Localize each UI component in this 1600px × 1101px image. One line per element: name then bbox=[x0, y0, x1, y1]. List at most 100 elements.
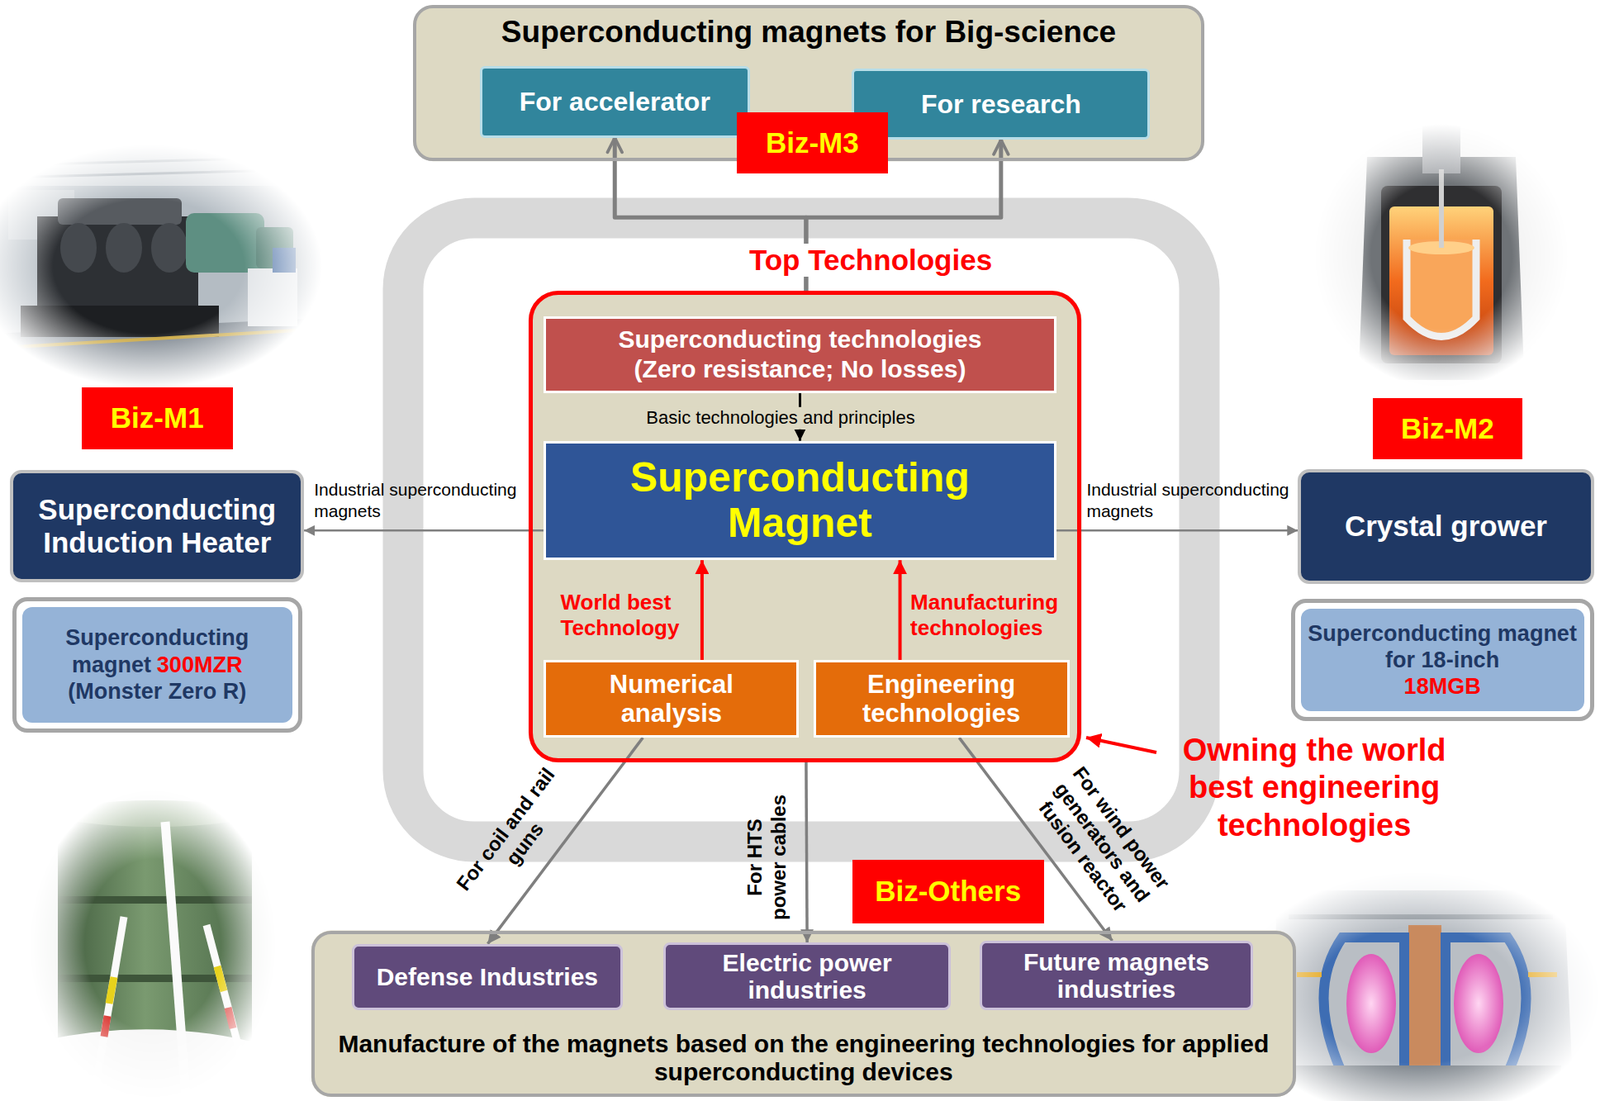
connector bbox=[806, 762, 808, 943]
text-wrap: Electric power industries bbox=[669, 949, 945, 1004]
node-text: Superconducting technologies (Zero resis… bbox=[605, 324, 994, 385]
spec-box: Superconducting magnet for 18-inch18MGB bbox=[1291, 598, 1595, 722]
text-wrap: Superconducting magnet for 18-inch18MGB bbox=[1305, 620, 1580, 701]
connector bbox=[700, 560, 704, 660]
text-wrap: Engineering technologies bbox=[859, 669, 1025, 729]
crystal-grower-photo bbox=[1313, 123, 1570, 389]
node-text: 18MGB bbox=[1305, 673, 1580, 700]
crystal-grower-photo-part bbox=[1406, 239, 1477, 338]
crystal-grower-photo-part bbox=[1313, 123, 1570, 389]
text-wrap: For research bbox=[859, 89, 1143, 120]
node-text: Biz-M2 bbox=[1376, 413, 1520, 446]
node-text: Superconducting magnet for 18-inch bbox=[1305, 620, 1580, 675]
connector bbox=[303, 529, 544, 532]
business-tag: Biz-M3 bbox=[736, 112, 888, 174]
text-wrap: Superconducting magnet300MZR(Monster Zer… bbox=[27, 624, 288, 705]
text-wrap: Superconducting Magnet bbox=[593, 455, 1007, 546]
factory-photo-part bbox=[16, 330, 298, 347]
spec-box: Superconducting magnet300MZR(Monster Zer… bbox=[12, 597, 303, 733]
node-text: Future magnets industries bbox=[985, 948, 1248, 1003]
text-wrap: Superconducting Induction Heater bbox=[19, 493, 295, 561]
edge-label: For coil and rail guns bbox=[446, 756, 584, 917]
spec-fill: Superconducting magnet300MZR(Monster Zer… bbox=[22, 607, 293, 723]
magnet-box: Superconducting Magnet bbox=[543, 441, 1056, 561]
text-wrap: Defense Industries bbox=[357, 963, 617, 991]
coil-photo-part bbox=[28, 788, 277, 1101]
industry-box: Electric power industries bbox=[663, 942, 951, 1011]
text-wrap: Numerical analysis bbox=[588, 669, 755, 729]
text-wrap: Superconducting technologies (Zero resis… bbox=[605, 324, 994, 385]
coil-photo-part bbox=[57, 813, 252, 1054]
node-text: Crystal grower bbox=[1307, 509, 1584, 543]
factory-photo-part bbox=[151, 223, 188, 273]
edge-label: Basic technologies and principles bbox=[641, 407, 919, 429]
text-wrap: For accelerator bbox=[487, 86, 743, 118]
technology-box: Numerical analysis bbox=[543, 659, 799, 738]
crystal-grower-photo-part bbox=[1358, 156, 1525, 372]
spec-fill: Superconducting magnet for 18-inch18MGB bbox=[1300, 608, 1585, 712]
edge-label: Industrial superconducting magnets bbox=[313, 479, 521, 521]
coil-photo-part bbox=[165, 821, 186, 1095]
group-band: Manufacture of the magnets based on the … bbox=[311, 930, 1297, 1097]
tokamak-photo-part bbox=[1272, 890, 1574, 1101]
node-heading: Superconducting magnets for Big-science bbox=[416, 14, 1201, 51]
container-fills bbox=[311, 4, 1297, 1097]
coil-photo-part bbox=[109, 977, 114, 1004]
coil-photo-part bbox=[217, 966, 224, 992]
tokamak-photo-part bbox=[1324, 937, 1406, 1074]
node-text: Engineering technologies bbox=[859, 669, 1025, 729]
factory-photo-part bbox=[57, 198, 182, 225]
crystal-grower-photo-part bbox=[1438, 169, 1444, 248]
node-text: Biz-Others bbox=[855, 875, 1041, 908]
coil-photo-part bbox=[94, 916, 124, 1091]
edge-label: For HTS power cables bbox=[743, 791, 792, 924]
factory-photo-part bbox=[0, 156, 314, 178]
category-box: For research bbox=[851, 68, 1150, 140]
coil-photo-part bbox=[227, 1007, 233, 1029]
product-box: Crystal grower bbox=[1297, 469, 1594, 584]
factory-photo-part bbox=[105, 223, 143, 273]
coil-photo-part bbox=[57, 896, 252, 904]
edge-label: Manufacturing technologies bbox=[910, 589, 1068, 641]
node-text: Biz-M1 bbox=[85, 402, 230, 435]
container-fill bbox=[413, 4, 1204, 162]
tokamak-photo-part bbox=[1453, 954, 1504, 1054]
product-box: Superconducting Induction Heater bbox=[9, 470, 304, 583]
principle-box: Superconducting technologies (Zero resis… bbox=[543, 316, 1056, 394]
node-text: (Monster Zero R) bbox=[27, 678, 288, 705]
business-tag: Biz-Others bbox=[852, 859, 1045, 924]
edge-label: World best Technology bbox=[560, 589, 693, 641]
category-box: For accelerator bbox=[479, 66, 751, 138]
node-text: For accelerator bbox=[487, 86, 743, 118]
node-heading: Manufacture of the magnets based on the … bbox=[324, 1030, 1283, 1088]
factory-photo-part bbox=[247, 268, 298, 327]
text-wrap: Biz-M2 bbox=[1376, 413, 1520, 446]
text-wrap: Future magnets industries bbox=[985, 948, 1248, 1003]
node-text: For research bbox=[859, 89, 1143, 120]
node-text: Superconducting Magnet bbox=[593, 455, 1007, 546]
edge-label: For wind power generators and fusion rea… bbox=[1026, 758, 1178, 927]
coil-photo bbox=[28, 788, 277, 1101]
node-text: Numerical analysis bbox=[588, 669, 755, 729]
factory-photo-part bbox=[0, 144, 323, 186]
factory-photo-part bbox=[0, 144, 323, 389]
node-text: 300MZR bbox=[156, 652, 243, 678]
text-wrap: Crystal grower bbox=[1307, 509, 1584, 543]
crystal-grower-photo-part bbox=[1422, 123, 1461, 174]
factory-photo-part bbox=[20, 305, 219, 338]
factory-photo bbox=[0, 144, 323, 389]
text-wrap: Biz-Others bbox=[855, 875, 1041, 908]
node-heading: Top Technologies bbox=[745, 243, 996, 277]
connector bbox=[898, 560, 903, 660]
tokamak-photo-part bbox=[1288, 914, 1553, 920]
container-fill bbox=[528, 290, 1083, 763]
industry-box: Future magnets industries bbox=[979, 940, 1254, 1011]
text-wrap: Biz-M3 bbox=[740, 127, 885, 160]
industry-box: Defense Industries bbox=[351, 944, 622, 1011]
core-panel: Top TechnologiesSuperconducting technolo… bbox=[528, 290, 1083, 763]
tokamak-photo-part bbox=[1445, 937, 1527, 1074]
coil-photo-part bbox=[206, 925, 248, 1083]
node-text: Electric power industries bbox=[669, 949, 945, 1004]
node-text: Defense Industries bbox=[357, 963, 617, 991]
